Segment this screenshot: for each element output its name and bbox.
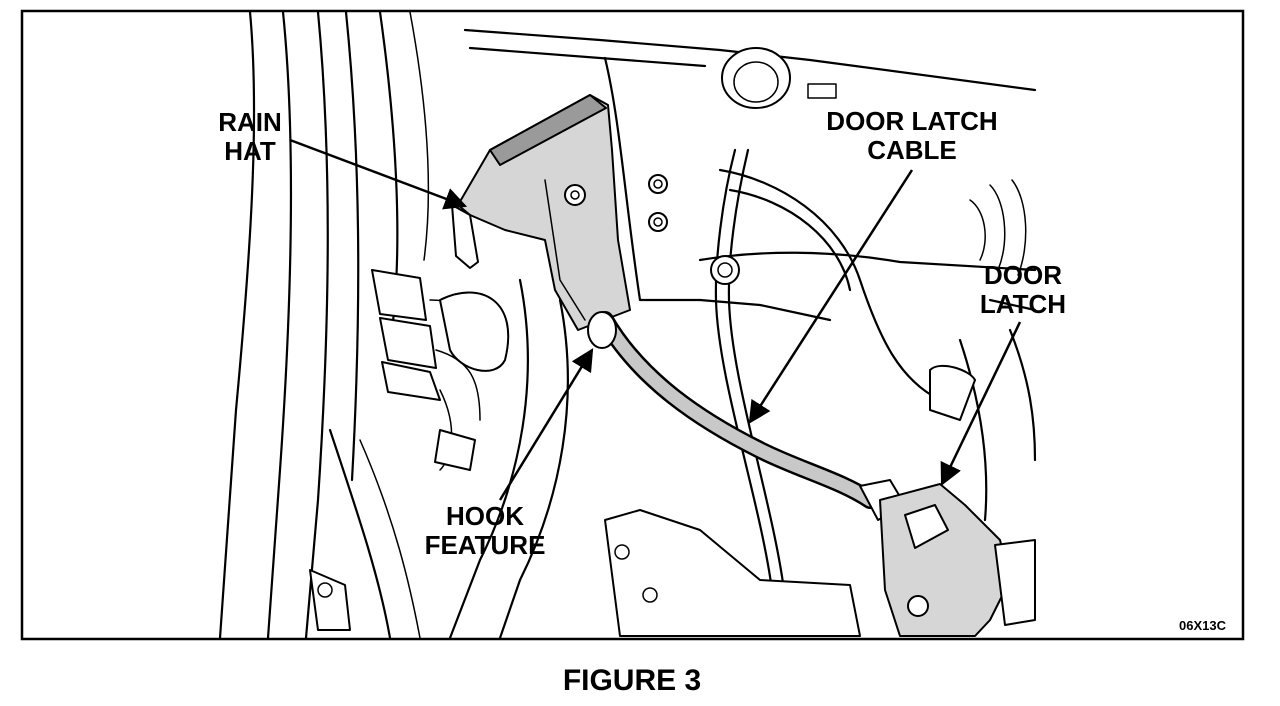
rain-hat-arrow — [289, 138, 468, 210]
hook-feature-label: HOOK — [446, 501, 524, 531]
figure-code: 06X13C — [1179, 618, 1227, 633]
door-latch-cable — [587, 311, 906, 521]
door-latch-arrow — [940, 321, 1022, 487]
figure-caption: FIGURE 3 — [563, 664, 701, 697]
wire-harness-connectors — [371, 269, 510, 471]
hook-feature-arrow — [498, 348, 594, 501]
door-latch-cable-label: CABLE — [867, 135, 957, 165]
access-hole — [721, 47, 791, 109]
hook-feature-label: FEATURE — [425, 530, 546, 560]
door-latch-cable-arrow — [748, 169, 914, 424]
mounting-studs — [648, 174, 668, 232]
door-latch-label: LATCH — [980, 289, 1066, 319]
door-illustration — [218, 10, 1037, 640]
rain-hat — [451, 94, 631, 331]
lower-bracket — [309, 509, 861, 637]
door-latch — [879, 483, 1036, 637]
door-latch-label: DOOR — [984, 260, 1062, 290]
door-latch-cable-label: DOOR LATCH — [826, 106, 997, 136]
rain-hat-label: HAT — [224, 136, 276, 166]
rain-hat-label: RAIN — [218, 107, 282, 137]
